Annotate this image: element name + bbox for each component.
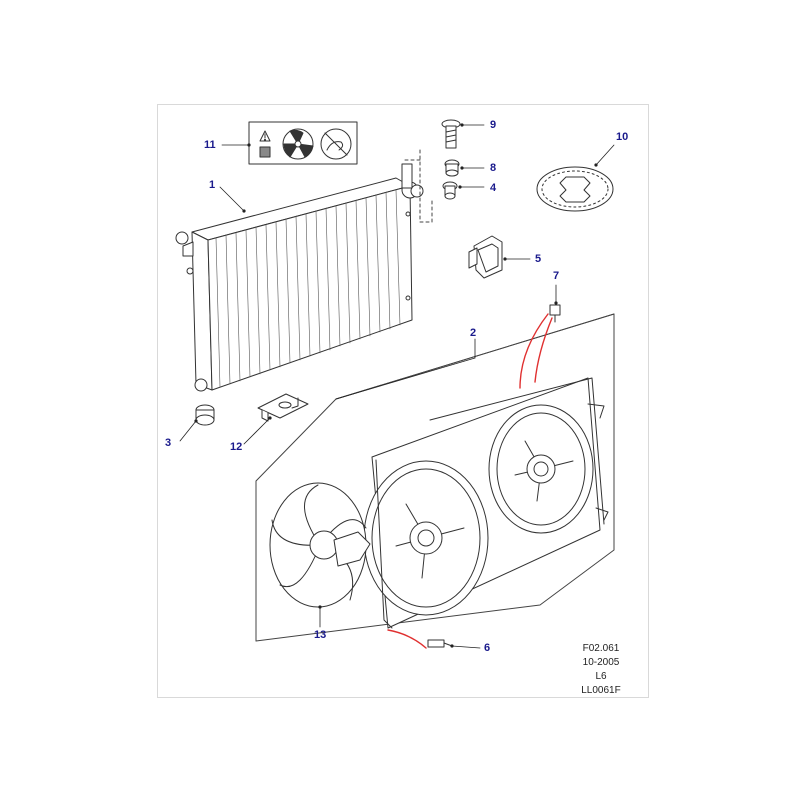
figure-number: F02.061 bbox=[582, 643, 620, 654]
callout-13: 13 bbox=[314, 629, 327, 641]
bolt-9-part bbox=[441, 119, 461, 149]
callout-9: 9 bbox=[490, 119, 497, 131]
illustration-code: LL0061F bbox=[581, 685, 621, 696]
cover-plate-10-part bbox=[536, 166, 614, 212]
revision-date: 10-2005 bbox=[582, 657, 620, 668]
callout-7: 7 bbox=[553, 270, 560, 282]
bolt-7-part bbox=[549, 304, 561, 323]
radiator-part bbox=[175, 163, 424, 392]
bracket-12-part bbox=[257, 393, 309, 422]
warning-label-part bbox=[248, 121, 358, 165]
dashed-leaders bbox=[404, 149, 433, 223]
model-code: L6 bbox=[595, 671, 607, 682]
reference-block: F02.061 10-2005 L6 LL0061F bbox=[556, 642, 646, 698]
callout-4: 4 bbox=[490, 182, 497, 194]
radiator-core-lines bbox=[215, 189, 401, 388]
callout-10: 10 bbox=[616, 131, 629, 143]
highlight-lines bbox=[387, 313, 553, 649]
callout-2: 2 bbox=[470, 327, 477, 339]
grommet-3-part bbox=[195, 404, 215, 426]
callout-3: 3 bbox=[165, 437, 172, 449]
bolt-6-part bbox=[427, 639, 453, 648]
grommet-8-part bbox=[444, 159, 460, 177]
leader-dots bbox=[194, 123, 598, 648]
leader-lines bbox=[179, 124, 615, 649]
fan-blade-13-part bbox=[269, 482, 371, 608]
callout-8: 8 bbox=[490, 162, 497, 174]
callout-6: 6 bbox=[484, 642, 491, 654]
clip-5-part bbox=[468, 235, 503, 279]
callout-1: 1 bbox=[209, 179, 216, 191]
callout-11: 11 bbox=[204, 139, 216, 151]
grommet-4-part bbox=[442, 181, 458, 200]
callout-12: 12 bbox=[230, 441, 243, 453]
fan-shroud-2-part bbox=[363, 377, 609, 629]
callout-5: 5 bbox=[535, 253, 542, 265]
